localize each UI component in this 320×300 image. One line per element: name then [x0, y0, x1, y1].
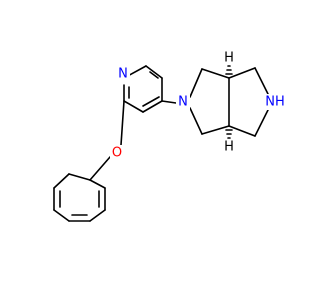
atom-label-o-ether: O — [112, 146, 122, 161]
bond-b1-b2 — [53, 173, 70, 189]
hash-wedge-bottom — [225, 129, 233, 139]
bond-c4-c5 — [123, 100, 144, 113]
bond-b5-b6 — [89, 209, 106, 222]
bond-b3-b4 — [53, 209, 70, 222]
bicyclic-ring — [189, 67, 269, 137]
atom-labels: N N NH O H H — [110, 51, 286, 161]
benzene-ring — [53, 173, 106, 222]
bond-ch2-ch-top — [201, 68, 230, 79]
bond-pyridine-to-n — [161, 100, 177, 104]
bond-ring-o — [120, 100, 125, 146]
bond-ch2-nh-top — [254, 67, 269, 95]
bond-ch-ch2-right-top — [228, 67, 256, 79]
atom-label-nh-pyrrolidine: NH — [265, 95, 285, 110]
bond-ch-ch2-bottom — [201, 125, 230, 135]
atom-label-h-top: H — [224, 51, 234, 66]
molecule-structure-diagram: N N NH O H H — [53, 51, 286, 222]
bond-c3-c4 — [142, 100, 163, 113]
atom-label-n-pyrrolidine: N — [178, 95, 188, 110]
bond-c6-c5 — [145, 65, 163, 79]
bond-b7-b1 — [89, 179, 106, 189]
pyridine-ring — [123, 65, 163, 113]
bond-ch2-ring — [68, 173, 91, 181]
atom-label-h-bottom: H — [224, 140, 234, 155]
atom-label-n-pyridine: N — [118, 67, 128, 82]
bond-ch2-ch-right-bottom — [228, 125, 256, 137]
bond-c6-c5-double — [149, 71, 159, 79]
bond-nh-ch2-bottom — [254, 109, 269, 137]
bond-o-ch2 — [89, 156, 111, 181]
bond-ch2-n-bottom — [189, 107, 203, 135]
hash-wedge-top — [225, 65, 233, 75]
bond-n-ch2-top — [189, 68, 203, 98]
ether-linkage — [89, 100, 125, 181]
bond-c3-c4-double — [142, 96, 160, 107]
